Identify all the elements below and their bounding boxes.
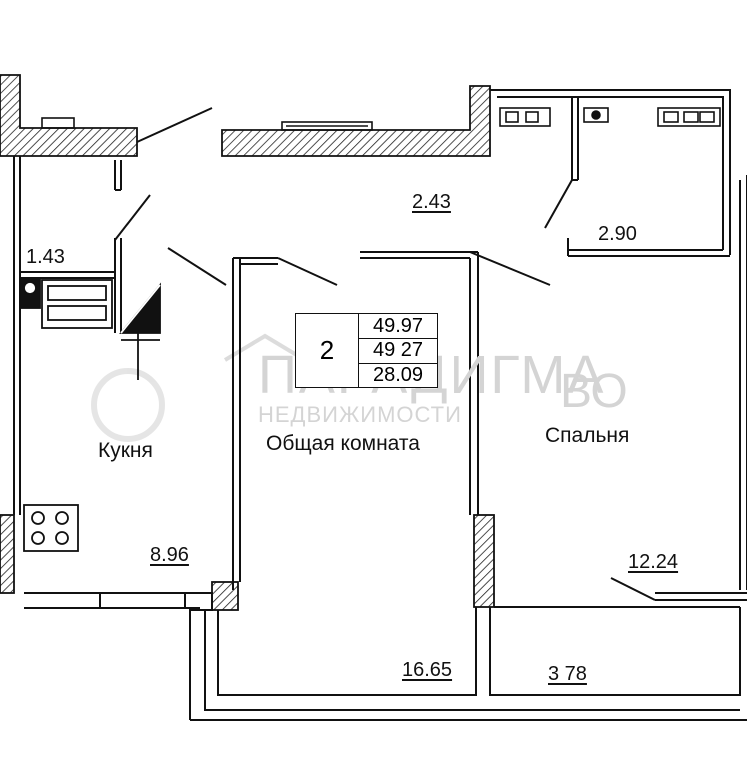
- bathroom-fixtures: [19, 277, 161, 380]
- living-area-total: 49 27: [359, 338, 437, 362]
- interior-walls: [13, 89, 747, 721]
- windows: [41, 107, 721, 131]
- rooms-count: 2: [319, 335, 335, 365]
- balcony-area: 3 78: [548, 663, 587, 685]
- corridor-area: 2.43: [412, 191, 451, 213]
- watermark-logo: [91, 333, 307, 442]
- living-area: 28.09: [359, 362, 437, 387]
- bedroom-name: Спальня: [545, 424, 630, 447]
- living-room-area: 16.65: [402, 659, 453, 681]
- toilet-area: 2.90: [598, 223, 637, 245]
- doors: [114, 107, 656, 601]
- watermark-tail: ВО: [560, 365, 628, 418]
- watermark-subtitle: НЕДВИЖИМОСТИ: [258, 402, 462, 427]
- summary-values: 49.97 49 27 28.09: [358, 314, 437, 387]
- kitchen-area: 8.96: [150, 544, 189, 566]
- bathroom-area: 1.43: [26, 246, 65, 268]
- total-area: 49.97: [372, 314, 424, 337]
- living-room-name: Общая комната: [266, 432, 420, 455]
- apartment-summary: 2 49.97 49 27 28.09: [295, 313, 438, 388]
- kitchen-name: Кукня: [98, 439, 153, 462]
- kitchen-stove: [23, 504, 79, 552]
- bedroom-area: 12.24: [628, 551, 679, 573]
